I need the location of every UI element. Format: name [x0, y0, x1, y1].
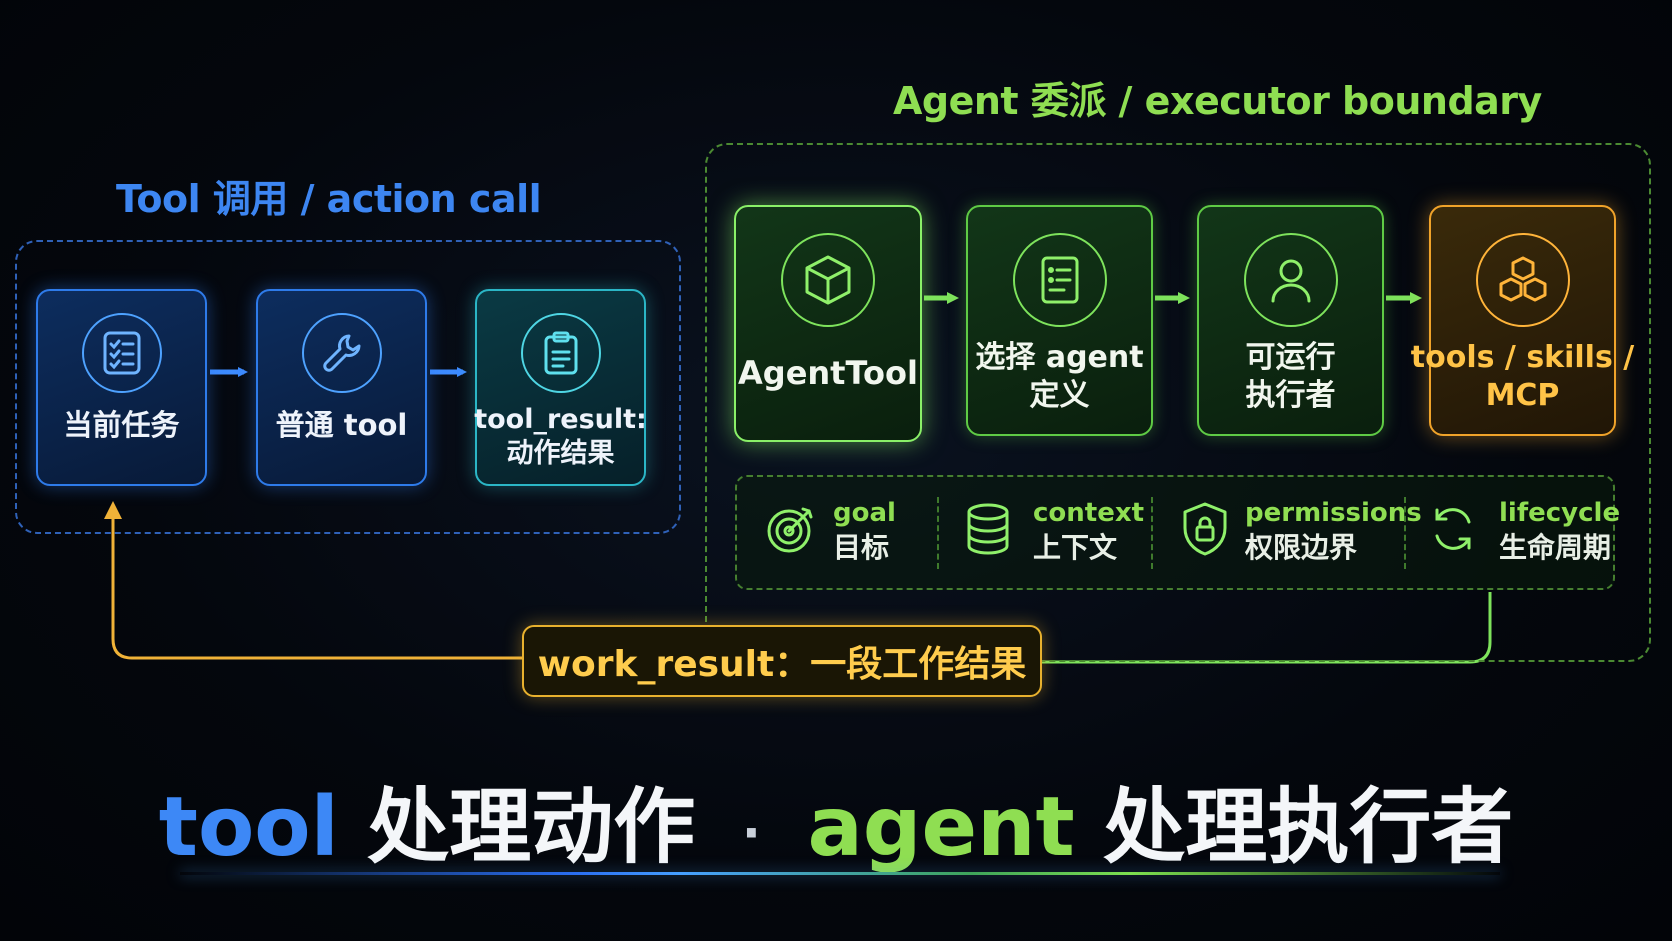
- agent-executor-boundary: [705, 143, 1651, 662]
- attr-divider: [1404, 497, 1406, 569]
- bottom-glow-line: [180, 872, 1500, 875]
- node-label: 可运行 执行者: [1246, 339, 1336, 414]
- tool-call-boundary: [15, 240, 681, 534]
- attr-en: permissions: [1245, 498, 1422, 528]
- node-tool-result: tool_result: 动作结果: [474, 289, 647, 486]
- bottom-tagline: tool 处理动作 · agent 处理执行者: [0, 760, 1672, 879]
- attr-goal: goal 目标: [765, 497, 896, 565]
- node-label: AgentTool: [738, 354, 918, 392]
- work-result-label: work_result：一段工作结果: [537, 644, 1027, 685]
- attr-divider: [937, 497, 939, 569]
- agent-attributes-panel: goal 目标 context 上下文 permissions: [735, 475, 1620, 590]
- wrench-icon: [301, 313, 382, 393]
- node-current-task: 当前任务: [36, 289, 207, 486]
- attr-context: context 上下文: [965, 497, 1144, 565]
- node-select-agent: 选择 agent 定义: [966, 205, 1153, 436]
- return-connector-green: [1042, 592, 1492, 664]
- attr-en: context: [1033, 498, 1145, 528]
- attr-lifecycle: lifecycle 生命周期: [1429, 497, 1620, 565]
- node-label-line2: 定义: [1029, 377, 1090, 413]
- node-label-line1: tool_result:: [474, 404, 647, 435]
- attr-zh: 目标: [833, 530, 890, 564]
- attr-permissions: permissions 权限边界: [1181, 497, 1422, 565]
- tagline-tool-word: tool: [158, 780, 339, 875]
- attr-divider: [1151, 497, 1153, 569]
- database-icon: [965, 502, 1011, 560]
- node-label: 普通 tool: [275, 408, 408, 442]
- node-label-line1: tools / skills /: [1410, 340, 1635, 375]
- target-icon: [765, 503, 817, 559]
- return-arrow-yellow: [104, 501, 522, 660]
- node-label-line2: MCP: [1485, 377, 1560, 413]
- task-checklist-icon: [81, 313, 162, 393]
- attr-zh: 权限边界: [1245, 530, 1358, 564]
- user-icon: [1243, 233, 1338, 327]
- node-normal-tool: 普通 tool: [256, 289, 427, 486]
- tagline-separator: ·: [741, 803, 761, 862]
- agent-section-title: Agent 委派 / executor boundary: [893, 79, 1542, 123]
- node-agenttool: AgentTool: [734, 205, 922, 442]
- shield-lock-icon: [1181, 501, 1229, 561]
- blocks-icon: [1475, 233, 1570, 327]
- work-result-box: work_result：一段工作结果: [522, 625, 1042, 697]
- node-label: 当前任务: [63, 408, 180, 442]
- refresh-cycle-icon: [1429, 504, 1477, 558]
- node-label: tool_result: 动作结果: [474, 403, 647, 471]
- node-label: tools / skills / MCP: [1411, 339, 1634, 414]
- attr-en: goal: [833, 498, 896, 528]
- node-runnable-executor: 可运行 执行者: [1197, 205, 1384, 436]
- tool-section-title: Tool 调用 / action call: [116, 177, 542, 221]
- attr-zh: 上下文: [1033, 530, 1118, 564]
- node-label-line1: 可运行: [1245, 340, 1336, 375]
- node-label: 选择 agent 定义: [975, 339, 1143, 414]
- attr-en: lifecycle: [1499, 498, 1621, 528]
- node-label-line2: 动作结果: [506, 437, 615, 469]
- node-label-line2: 执行者: [1245, 377, 1336, 413]
- cube-icon: [781, 233, 875, 327]
- tagline-tool-text: 处理动作: [367, 780, 696, 875]
- tagline-agent-text: 处理执行者: [1103, 780, 1514, 875]
- attr-zh: 生命周期: [1499, 530, 1612, 564]
- node-label-line1: 选择 agent: [975, 340, 1144, 375]
- node-tools-skills-mcp: tools / skills / MCP: [1411, 205, 1634, 436]
- tagline-agent-word: agent: [807, 780, 1075, 875]
- document-icon: [1012, 233, 1107, 327]
- clipboard-icon: [520, 313, 601, 393]
